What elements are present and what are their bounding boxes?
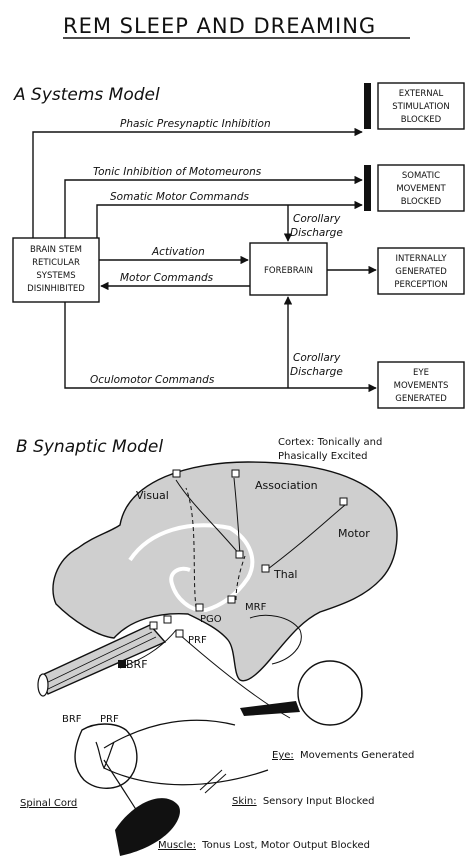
skin-note-label: Skin: <box>232 796 257 807</box>
brainstem-box: BRAIN STEM RETICULAR SYSTEMS DISINHIBITE… <box>12 237 100 303</box>
eye-note-label: Eye: <box>272 750 294 761</box>
label-activation: Activation <box>151 246 205 258</box>
output-perception-2: GENERATED <box>395 267 447 277</box>
brainstem-line-2: RETICULAR <box>32 258 80 268</box>
region-mrf: MRF <box>245 602 267 613</box>
output-box-somatic: SOMATIC MOVEMENT BLOCKED <box>364 164 465 212</box>
output-box-perception: INTERNALLY GENERATED PERCEPTION <box>377 247 465 295</box>
output-eye-2: MOVEMENTS <box>394 381 449 391</box>
arrow-tonic <box>64 175 363 238</box>
label-corollary-top-2: Discharge <box>290 227 343 239</box>
spinal-cord-illustration <box>74 719 269 856</box>
muscle-note: Muscle: Tonus Lost, Motor Output Blocked <box>158 840 370 851</box>
forebrain-box: FOREBRAIN <box>249 242 328 296</box>
label-motor-commands: Motor Commands <box>120 272 214 284</box>
label-corollary-top-1: Corollary <box>293 213 341 225</box>
skin-note: Skin: Sensory Input Blocked <box>232 796 374 807</box>
spinal-brf-label: BRF <box>62 714 82 725</box>
label-phasic: Phasic Presynaptic Inhibition <box>120 118 271 130</box>
spinal-cord-label: Spinal Cord <box>20 798 77 809</box>
page-title: REM SLEEP AND DREAMING <box>63 14 376 38</box>
output-eye-1: EYE <box>413 368 429 378</box>
cortex-note-2: Phasically Excited <box>278 451 368 462</box>
region-brf: BRF <box>126 658 148 671</box>
output-box-eye: EYE MOVEMENTS GENERATED <box>377 361 465 409</box>
output-box-external: EXTERNAL STIMULATION BLOCKED <box>364 82 465 130</box>
output-external-2: STIMULATION <box>392 102 449 112</box>
arrow-somatic-motor <box>96 204 288 238</box>
region-pgo: PGO <box>200 614 222 625</box>
eye-illustration <box>240 660 363 726</box>
region-visual: Visual <box>136 489 169 502</box>
spinal-prf-label: PRF <box>100 714 119 725</box>
output-somatic-2: MOVEMENT <box>396 184 446 194</box>
output-perception-1: INTERNALLY <box>395 254 447 264</box>
label-oculomotor: Oculomotor Commands <box>90 374 215 386</box>
muscle-note-label: Muscle: <box>158 840 196 851</box>
output-somatic-1: SOMATIC <box>402 171 440 181</box>
brain-corpus-callosum <box>128 523 255 613</box>
forebrain-label: FOREBRAIN <box>264 266 313 276</box>
eye-note-text: Movements Generated <box>300 750 414 761</box>
brain-cerebellum <box>249 614 302 665</box>
output-external-3: BLOCKED <box>401 115 442 125</box>
label-corollary-bottom-1: Corollary <box>293 352 341 364</box>
region-thal: Thal <box>273 568 298 581</box>
output-eye-3: GENERATED <box>395 394 447 404</box>
synaptic-model-heading: B Synaptic Model <box>16 437 163 457</box>
label-tonic: Tonic Inhibition of Motomeurons <box>93 166 262 178</box>
skin-note-text: Sensory Input Blocked <box>263 796 375 807</box>
label-somatic-motor: Somatic Motor Commands <box>110 191 250 203</box>
brain-illustration <box>37 461 398 719</box>
region-motor: Motor <box>338 527 370 540</box>
brain-cortex <box>52 461 398 682</box>
cortex-note-1: Cortex: Tonically and <box>278 437 382 448</box>
region-prf: PRF <box>188 635 207 646</box>
output-perception-3: PERCEPTION <box>394 280 447 290</box>
systems-model-heading: A Systems Model <box>13 85 160 105</box>
muscle-note-text: Tonus Lost, Motor Output Blocked <box>201 840 370 851</box>
eye-note: Eye: Movements Generated <box>272 750 414 761</box>
brainstem-line-1: BRAIN STEM <box>30 245 82 255</box>
arrow-phasic <box>32 127 363 238</box>
brainstem-line-4: DISINHIBITED <box>27 284 85 294</box>
region-association: Association <box>255 479 318 492</box>
output-external-1: EXTERNAL <box>399 89 444 99</box>
output-somatic-3: BLOCKED <box>401 197 442 207</box>
label-corollary-bottom-2: Discharge <box>290 366 343 378</box>
brainstem-line-3: SYSTEMS <box>36 271 75 281</box>
brain-stem <box>39 624 167 695</box>
arrow-oculomotor <box>64 302 377 393</box>
systems-arrows <box>32 127 377 393</box>
